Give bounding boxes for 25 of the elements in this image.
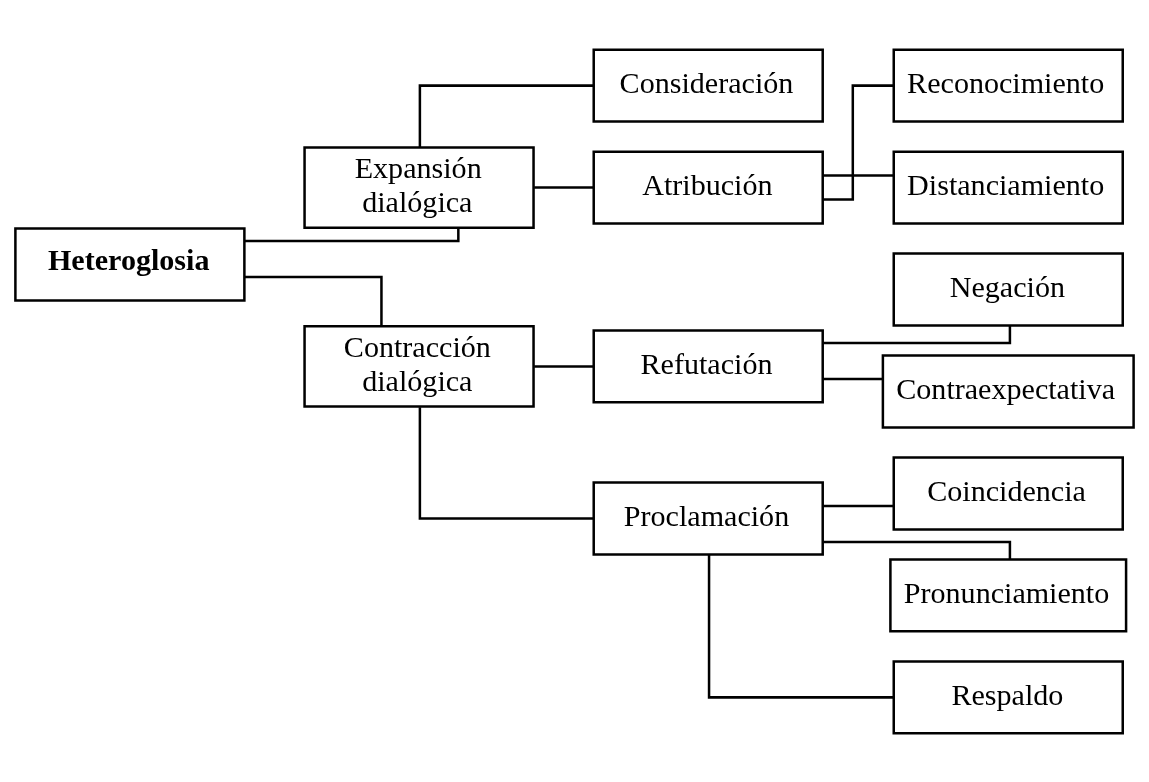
connector — [244, 275, 383, 326]
connector — [244, 227, 460, 242]
connector — [534, 185, 594, 189]
node-box: Heteroglosia — [14, 226, 246, 302]
connector — [418, 406, 594, 520]
node-box: Consideración — [592, 47, 824, 123]
node-box: Contracción dialógica — [303, 324, 535, 408]
connector — [534, 364, 594, 368]
connector — [707, 554, 894, 699]
connector — [822, 377, 883, 380]
node-box: Reconocimiento — [892, 47, 1124, 123]
connector — [822, 83, 894, 201]
node-box: Expansión dialógica — [303, 145, 535, 229]
connector — [822, 504, 894, 507]
node-box: Refutación — [592, 328, 824, 404]
node-box: Pronunciamiento — [889, 557, 1128, 633]
node-box: Distanciamiento — [892, 149, 1124, 225]
connector — [822, 173, 894, 177]
node-box: Contraexpectativa — [881, 353, 1135, 429]
node-box: Atribución — [592, 149, 824, 225]
node-box: Respaldo — [892, 659, 1124, 735]
node-box: Proclamación — [592, 480, 824, 556]
connector — [418, 83, 594, 147]
node-box: Negación — [892, 251, 1124, 327]
node-box: Coincidencia — [892, 455, 1124, 531]
